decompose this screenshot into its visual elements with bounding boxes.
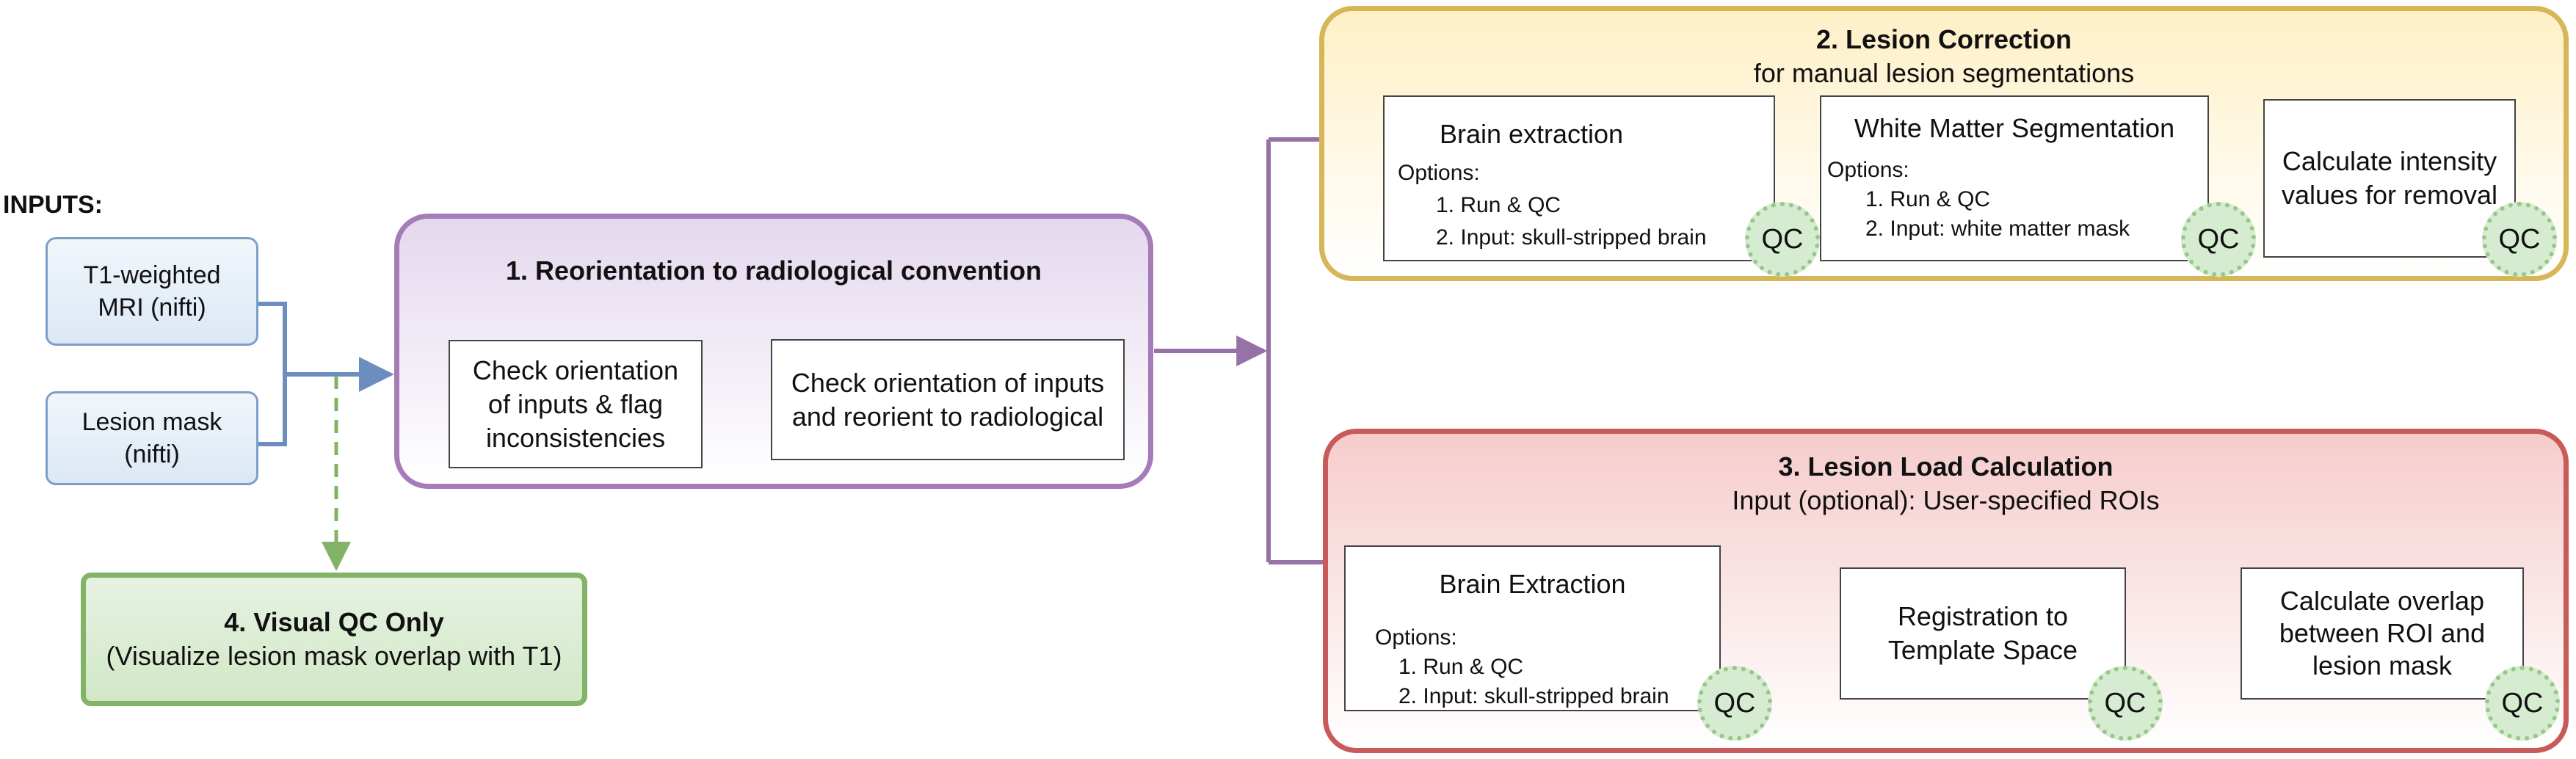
- input-mask-line-2: (nifti): [124, 440, 180, 468]
- stage2-wm-segmentation: White Matter Segmentation Options: 1. Ru…: [1820, 95, 2209, 261]
- stage3-qc-badge-1: QC: [1697, 666, 1772, 741]
- stage1-title: 1. Reorientation to radiological convent…: [505, 255, 1042, 286]
- stage1-check-flag-line-2: of inputs & flag: [487, 388, 664, 419]
- stage3-be-option-2: 2. Input: skull-stripped brain: [1398, 684, 1669, 708]
- stage4-visual-qc: 4. Visual QC Only (Visualize lesion mask…: [81, 573, 587, 706]
- stage3-qc-badge-2: QC: [2088, 666, 2163, 741]
- stage2-brain-extraction-options: Options: 1. Run & QC 2. Input: skull-str…: [1398, 157, 1707, 254]
- input-lesion-mask: Lesion mask (nifti): [46, 391, 258, 485]
- stage4-title: 4. Visual QC Only: [224, 607, 444, 637]
- stage2-qc-badge-2: QC: [2181, 202, 2256, 277]
- stage3-subtitle: Input (optional): User-specified ROIs: [1732, 485, 2160, 515]
- stage2-qc-badge-3: QC: [2482, 202, 2557, 277]
- stage3-brain-extraction-title: Brain Extraction: [1439, 569, 1626, 599]
- stage2-be-options-label: Options:: [1398, 161, 1480, 185]
- stage3-overlap: Calculate overlap between ROI and lesion…: [2241, 567, 2524, 700]
- stage2-wm-title: White Matter Segmentation: [1854, 113, 2175, 143]
- stage1-check-flag-line-1: Check orientation: [472, 355, 679, 385]
- stage2-intensity-line-2: values for removal: [2281, 180, 2498, 210]
- stage2-brain-extraction: Brain extraction Options: 1. Run & QC 2.…: [1383, 95, 1775, 261]
- stage3-be-option-1: 1. Run & QC: [1398, 655, 1524, 679]
- stage2-lesion-correction: 2. Lesion Correction for manual lesion s…: [1319, 6, 2569, 281]
- stage2-qc-badge-1: QC: [1745, 202, 1820, 277]
- stage2-wm-options: Options: 1. Run & QC 2. Input: white mat…: [1827, 156, 2130, 244]
- stage2-subtitle: for manual lesion segmentations: [1753, 58, 2135, 88]
- stage1-reorient-line-2: and reorient to radiological: [791, 401, 1104, 432]
- stage2-intensity: Calculate intensity values for removal: [2263, 99, 2516, 258]
- stage3-registration: Registration to Template Space: [1840, 567, 2126, 700]
- stage2-wm-option-1: 1. Run & QC: [1865, 187, 1991, 211]
- stage2-wm-option-2: 2. Input: white matter mask: [1865, 217, 2130, 241]
- stage3-brain-extraction: Brain Extraction Options: 1. Run & QC 2.…: [1344, 545, 1721, 711]
- input-connector-mask: [258, 374, 287, 446]
- stage2-title: 2. Lesion Correction: [1815, 24, 2072, 54]
- stage3-overlap-line-2: between ROI and: [2279, 618, 2486, 648]
- stage2-be-option-1: 1. Run & QC: [1436, 193, 1561, 217]
- stage1-reorient-line-1: Check orientation of inputs: [791, 367, 1105, 398]
- stage4-subtitle: (Visualize lesion mask overlap with T1): [106, 641, 562, 671]
- input-mask-line-1: Lesion mask: [81, 408, 222, 436]
- stage3-be-options-label: Options:: [1375, 625, 1457, 650]
- stage3-lesion-load: 3. Lesion Load Calculation Input (option…: [1323, 429, 2569, 753]
- stage1-check-flag-line-3: inconsistencies: [485, 422, 666, 453]
- stage2-intensity-line-1: Calculate intensity: [2282, 146, 2497, 176]
- input-connector-t1: [258, 302, 287, 374]
- stage3-overlap-line-1: Calculate overlap: [2279, 586, 2485, 616]
- stage3-overlap-line-3: lesion mask: [2312, 650, 2453, 680]
- stage2-brain-extraction-title: Brain extraction: [1439, 119, 1624, 149]
- stage3-qc-badge-3: QC: [2485, 666, 2560, 741]
- stage3-brain-extraction-options: Options: 1. Run & QC 2. Input: skull-str…: [1375, 623, 1669, 711]
- stage1-reorientation: 1. Reorientation to radiological convent…: [394, 214, 1153, 489]
- stage3-title: 3. Lesion Load Calculation: [1778, 451, 2114, 482]
- input-t1-line-2: MRI (nifti): [98, 294, 206, 322]
- stage3-registration-line-1: Registration to: [1897, 601, 2069, 631]
- input-t1-line-1: T1-weighted: [83, 261, 221, 289]
- stage1-reorient: Check orientation of inputs and reorient…: [771, 339, 1125, 460]
- stage2-wm-options-label: Options:: [1827, 158, 1909, 182]
- stage3-registration-line-2: Template Space: [1887, 635, 2078, 665]
- stage2-be-option-2: 2. Input: skull-stripped brain: [1436, 225, 1707, 250]
- inputs-heading: INPUTS:: [3, 191, 103, 219]
- stage1-check-flag: Check orientation of inputs & flag incon…: [449, 340, 703, 468]
- input-t1-mri: T1-weighted MRI (nifti): [46, 237, 258, 346]
